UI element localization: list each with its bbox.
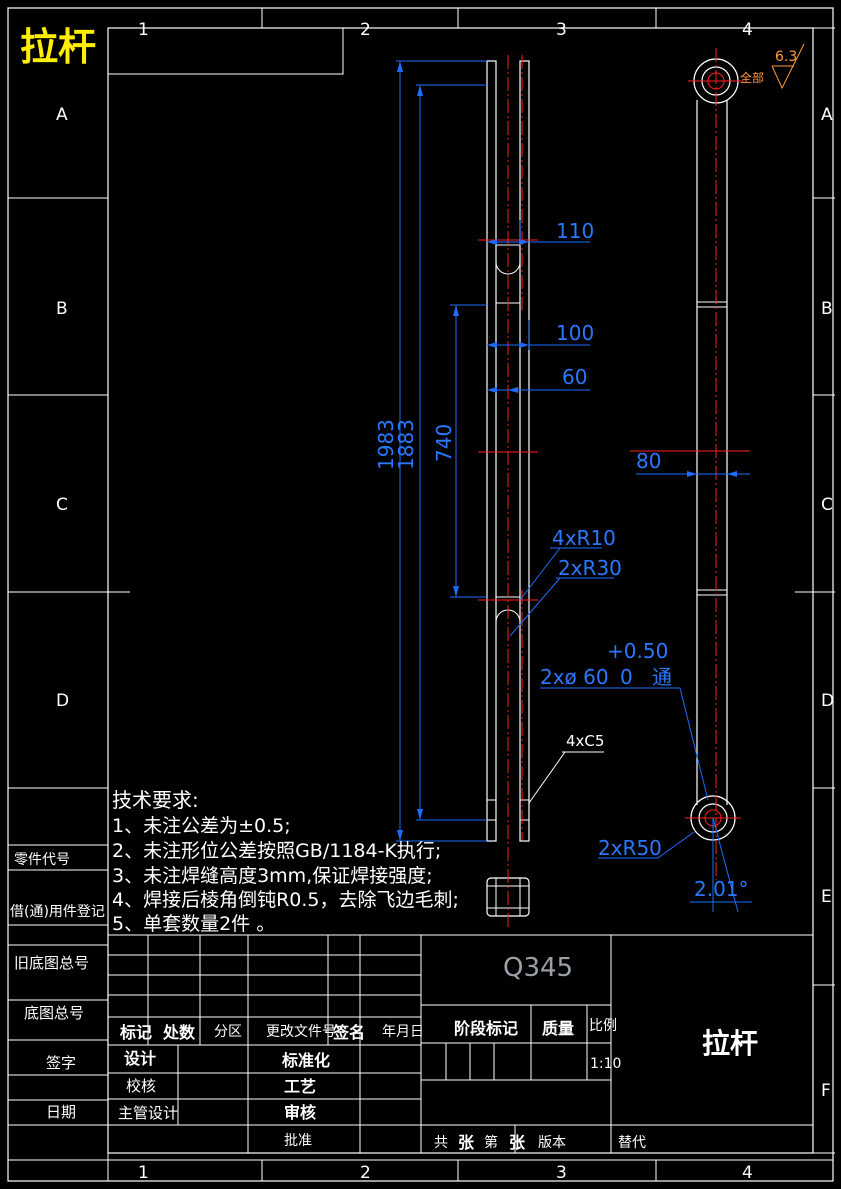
title-block: Q345 拉杆 标记 处数 分区 更改文件号 签名 年月日 阶段标记 质量 比例… — [107, 934, 814, 1154]
tb-mass: 质量 — [542, 1019, 574, 1038]
dim-angle: 2.01° — [694, 877, 749, 901]
tb-process: 工艺 — [284, 1077, 316, 1096]
row-label-d-right: D — [821, 691, 834, 711]
tb-total: 共 — [434, 1135, 448, 1151]
row-label-a: A — [56, 105, 68, 125]
dim-100: 100 — [556, 321, 594, 345]
material-value: Q345 — [503, 953, 573, 983]
dim-2xr50: 2xR50 — [598, 836, 662, 860]
label-old-base: 旧底图总号 — [14, 954, 89, 972]
col-label-1-bottom: 1 — [138, 1163, 149, 1183]
row-label-b-right: B — [821, 299, 833, 319]
roughness-symbol-icon — [771, 43, 805, 90]
label-borrow: 借(通)用件登记 — [10, 904, 105, 920]
row-label-c: C — [56, 495, 68, 515]
label-date: 日期 — [46, 1103, 76, 1121]
tb-approve: 批准 — [284, 1133, 312, 1149]
hole-callout: 2xø 60 — [540, 665, 609, 689]
tb-change-doc: 更改文件号 — [266, 1024, 336, 1040]
tb-stage-mark: 阶段标记 — [454, 1019, 518, 1038]
tb-version: 版本 — [538, 1135, 566, 1151]
label-sign: 签字 — [46, 1054, 76, 1072]
chamfer-note: 4xC5 — [566, 732, 604, 750]
tb-count: 处数 — [162, 1023, 196, 1042]
label-part-code: 零件代号 — [14, 852, 70, 868]
row-label-c-right: C — [821, 495, 833, 515]
row-label-a-right: A — [821, 105, 833, 125]
hole-tolerance-lower: 0 — [620, 665, 633, 689]
tb-sheet-no: 第 — [484, 1134, 498, 1151]
col-label-4: 4 — [742, 20, 753, 40]
front-view: 1983 1883 740 110 100 60 4xR10 2xR30 4xC… — [374, 55, 622, 930]
surface-roughness-value: 6.3 — [775, 49, 797, 65]
tb-standardize: 标准化 — [281, 1051, 330, 1070]
tb-ymd: 年月日 — [382, 1024, 424, 1040]
hole-tolerance: +0.50 — [607, 639, 668, 663]
row-label-f-right: F — [821, 1081, 831, 1101]
tech-line-1: 1、未注公差为±0.5; — [112, 815, 291, 837]
surface-all-label: 全部 — [740, 70, 764, 85]
row-label-d: D — [56, 691, 69, 711]
outer-border — [7, 7, 834, 1182]
hole-through: 通 — [652, 665, 672, 689]
tech-line-3: 3、未注焊缝高度3mm,保证焊接强度; — [112, 865, 433, 887]
sheet-title-overlay: 拉杆 — [20, 24, 96, 69]
dim-1883: 1883 — [394, 419, 418, 470]
tech-line-4: 4、焊接后棱角倒钝R0.5，去除飞边毛刺; — [112, 889, 459, 911]
tb-sheets: 张 — [458, 1133, 475, 1152]
dim-110: 110 — [556, 219, 594, 243]
row-label-e-right: E — [821, 887, 832, 907]
part-name: 拉杆 — [702, 1027, 758, 1060]
tb-check: 校核 — [126, 1077, 156, 1095]
tb-chief-design: 主管设计 — [118, 1104, 178, 1122]
tb-mark: 标记 — [119, 1023, 152, 1042]
col-label-3: 3 — [556, 20, 567, 40]
row-label-b: B — [56, 299, 68, 319]
tech-line-5: 5、单套数量2件 。 — [112, 913, 275, 935]
tb-scale: 1:10 — [590, 1056, 621, 1072]
tb-replace: 替代 — [618, 1135, 646, 1151]
tb-scale-label: 比例 — [589, 1018, 617, 1034]
tb-design: 设计 — [124, 1049, 156, 1068]
dim-60: 60 — [562, 365, 587, 389]
col-label-3-bottom: 3 — [556, 1163, 567, 1183]
dim-2xr30: 2xR30 — [558, 556, 622, 580]
label-base: 底图总号 — [24, 1004, 84, 1022]
tb-signature: 签名 — [332, 1023, 365, 1042]
col-label-4-bottom: 4 — [742, 1163, 753, 1183]
tb-zone: 分区 — [214, 1024, 242, 1040]
dim-4xr10: 4xR10 — [552, 526, 616, 550]
dim-80: 80 — [636, 449, 661, 473]
dim-1983: 1983 — [374, 419, 398, 470]
technical-requirements: 技术要求: 1、未注公差为±0.5; 2、未注形位公差按照GB/1184-K执行… — [112, 788, 459, 935]
tb-sheets2: 张 — [509, 1133, 526, 1152]
tech-line-2: 2、未注形位公差按照GB/1184-K执行; — [112, 840, 441, 862]
tech-heading: 技术要求: — [112, 788, 199, 812]
col-label-2-bottom: 2 — [360, 1163, 371, 1183]
col-label-1: 1 — [138, 20, 149, 40]
col-label-2: 2 — [360, 20, 371, 40]
tb-review: 审核 — [284, 1103, 316, 1122]
dim-740: 740 — [432, 424, 456, 462]
side-view: 80 +0.50 2xø 60 0 通 2xR50 2.01° 全部 6.3 — [540, 43, 805, 913]
